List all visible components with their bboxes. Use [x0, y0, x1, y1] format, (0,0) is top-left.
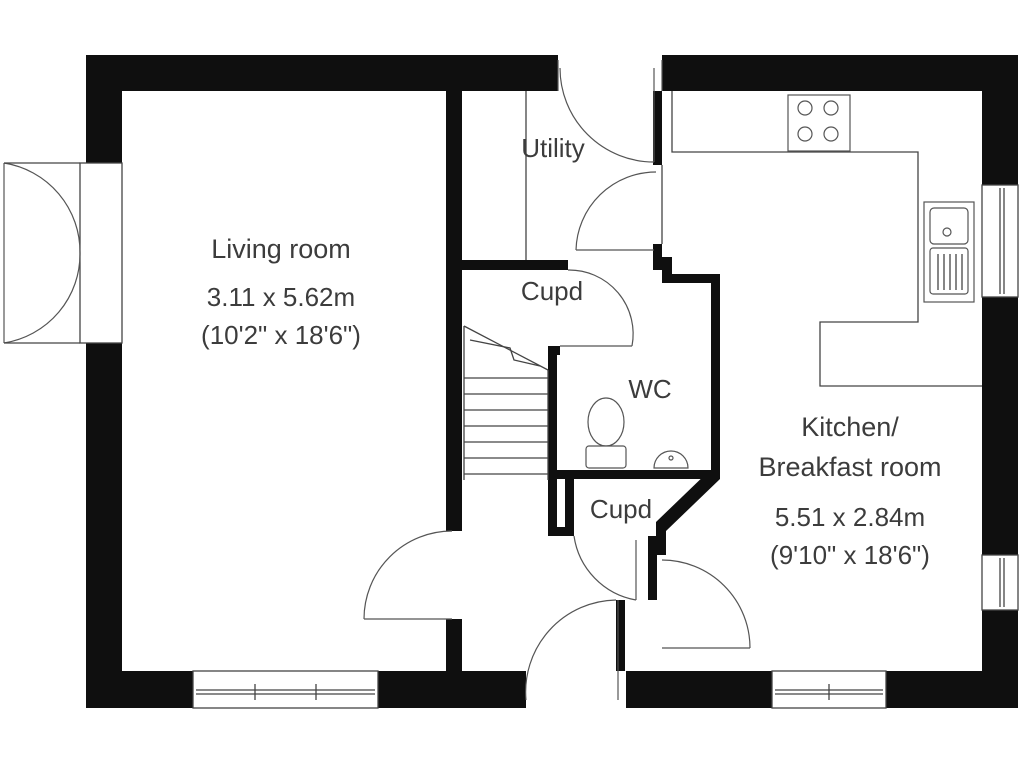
door-utility-inner	[575, 171, 657, 251]
hob-icon	[787, 94, 851, 152]
toilet-icon	[585, 397, 627, 469]
wall-bottom-3	[626, 671, 772, 708]
wall-utility-bottom	[462, 260, 568, 270]
wall-utility-right	[653, 91, 662, 165]
wall-left-upper	[86, 55, 122, 163]
outer-walls	[86, 55, 1018, 708]
wall-wc-top2	[662, 274, 720, 283]
door-cupd-lower	[573, 535, 637, 601]
wall-cupd-left	[565, 479, 574, 536]
living-room-imperial: (10'2" x 18'6")	[201, 320, 361, 350]
living-room-label: Living room	[211, 234, 351, 264]
sink-icon	[923, 201, 975, 303]
wall-utility-right-2	[653, 244, 662, 270]
wc-fixtures	[585, 397, 689, 469]
wall-bottom-2	[378, 671, 526, 708]
door-utility-external	[559, 67, 655, 163]
wall-cupd-diagonal	[656, 470, 720, 531]
wall-cupd-left-stub	[548, 527, 572, 536]
cupd-lower-label: Cupd	[590, 494, 652, 524]
wall-right-mid	[982, 297, 1018, 555]
wall-cupd-post	[656, 522, 666, 555]
kitchen-imperial: (9'10" x 18'6")	[770, 540, 930, 570]
room-labels: Living room 3.11 x 5.62m (10'2" x 18'6")…	[201, 133, 942, 570]
wall-wc-top	[662, 257, 672, 281]
inner-walls	[446, 91, 720, 671]
wall-wc-bottom	[548, 470, 720, 479]
door-kitchen	[661, 559, 751, 649]
door-front	[525, 599, 617, 701]
french-doors	[3, 162, 123, 344]
staircase	[463, 325, 549, 480]
living-room-metric: 3.11 x 5.62m	[207, 282, 355, 312]
wall-living-lower	[446, 619, 462, 671]
wall-top-left	[86, 55, 558, 91]
wall-wc-left	[548, 346, 557, 536]
counter-top	[671, 91, 982, 387]
wall-left-lower	[86, 343, 122, 708]
utility-label: Utility	[521, 133, 585, 163]
door-cupd-upper	[567, 269, 634, 347]
wall-top-right	[662, 55, 1018, 91]
kitchen-label-line1: Kitchen/	[801, 412, 899, 442]
basin-icon	[653, 450, 689, 469]
wall-right-upper	[982, 55, 1018, 185]
door-swings	[363, 60, 751, 701]
door-living	[363, 530, 453, 620]
wall-wc-topleft	[548, 346, 560, 355]
kitchen-metric: 5.51 x 2.84m	[775, 502, 925, 532]
cupd-upper-label: Cupd	[521, 276, 583, 306]
wall-living-upper	[446, 91, 462, 531]
wall-hall-stub	[616, 600, 625, 671]
wall-bottom-1	[86, 671, 193, 708]
wc-label: WC	[628, 374, 671, 404]
windows	[192, 184, 1019, 709]
wall-bottom-4	[886, 671, 1018, 708]
wall-kitchen-stub	[648, 536, 657, 600]
partitions	[525, 91, 663, 260]
kitchen-label-line2: Breakfast room	[758, 452, 941, 482]
kitchen-counters	[671, 91, 982, 387]
wall-wc-right	[711, 274, 720, 479]
french-door-frame	[79, 162, 123, 344]
